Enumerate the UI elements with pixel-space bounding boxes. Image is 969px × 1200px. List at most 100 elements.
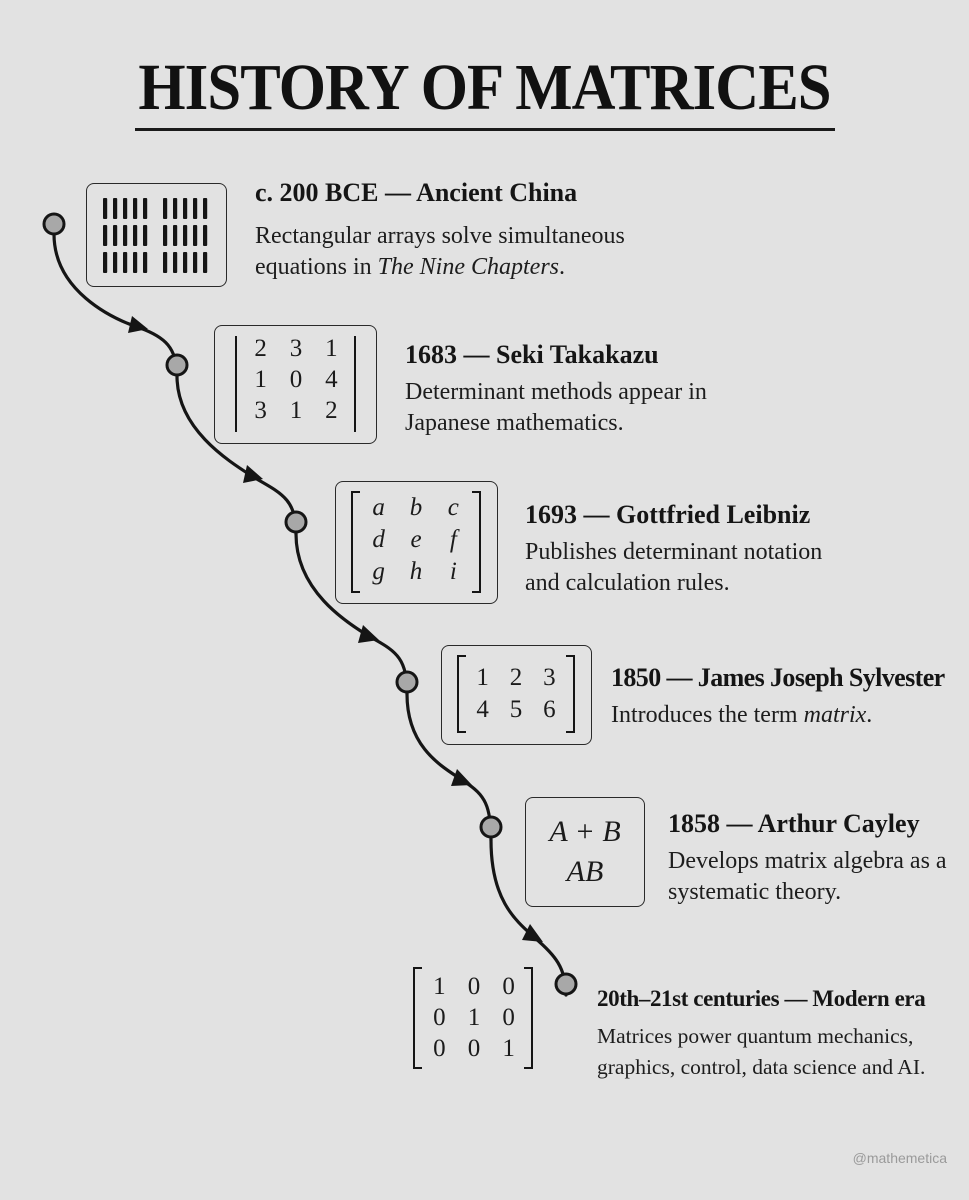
matrix-cell: g — [372, 558, 385, 585]
matrix-cell: 0 — [467, 973, 481, 1000]
counting-rod — [133, 198, 138, 219]
event-description-line: and calculation rules. — [525, 570, 730, 596]
counting-rod — [173, 198, 178, 219]
event-description-line: Japanese mathematics. — [405, 410, 624, 436]
matrix-4: 1 2 3 4 5 6 — [466, 662, 566, 726]
title-underline — [135, 128, 835, 131]
matrix-cell: 1 — [502, 1035, 515, 1062]
matrix-cell: h — [409, 558, 423, 585]
counting-rod — [103, 252, 108, 273]
timeline-node-3 — [284, 510, 308, 534]
counting-rod — [103, 198, 108, 219]
event-heading: 20th–21st centuries — Modern era — [597, 986, 926, 1011]
counting-rod — [163, 225, 168, 246]
matrix-cell: e — [410, 526, 422, 553]
event-heading: 1693 — Gottfried Leibniz — [525, 500, 811, 529]
event-description-text: Introduces the term — [611, 702, 804, 728]
rod-numerals-box — [86, 183, 227, 287]
counting-rod — [193, 252, 198, 273]
matrix-cell: 4 — [476, 696, 489, 723]
matrix-2: 2 3 1 1 0 4 3 1 2 — [243, 334, 349, 425]
counting-rod — [113, 225, 118, 246]
event-description-line: Develops matrix algebra as a — [668, 848, 947, 874]
matrix-brackets — [351, 491, 481, 593]
counting-rod — [203, 252, 208, 273]
matrix-brackets — [413, 967, 533, 1069]
event-description-text: . — [866, 702, 873, 728]
matrix-cell: 4 — [325, 366, 338, 393]
matrix-cell: 2 — [509, 664, 523, 691]
counting-rod — [113, 198, 118, 219]
matrix-cell: 1 — [467, 1004, 481, 1031]
matrix-cell: f — [449, 526, 457, 553]
matrix-cell: 1 — [476, 664, 489, 691]
event-heading: 1683 — Seki Takakazu — [405, 340, 659, 369]
matrix-cell: c — [447, 494, 459, 521]
event-description: Matrices power quantum mechanics, graphi… — [597, 1021, 925, 1083]
counting-rod — [183, 252, 188, 273]
matrix-cell: 3 — [289, 335, 303, 362]
matrix-cell: 1 — [433, 973, 446, 1000]
event-description-line: Rectangular arrays solve simultaneous — [255, 223, 625, 249]
counting-rod — [103, 225, 108, 246]
rod-numerals-icon — [103, 198, 208, 273]
matrix-cell: 0 — [433, 1004, 446, 1031]
matrix-cell: 2 — [325, 397, 338, 424]
matrix-cell: 0 — [433, 1035, 446, 1062]
event-description: Introduces the term matrix. — [611, 700, 872, 731]
counting-rod — [183, 225, 188, 246]
cayley-formula-box: A + B AB — [525, 797, 645, 907]
counting-rod — [193, 225, 198, 246]
event-description-line: Determinant methods appear in — [405, 379, 707, 405]
determinant-box: 2 3 1 1 0 4 3 1 2 — [214, 325, 377, 444]
matrix-3: a b c d e f g h i — [360, 492, 472, 588]
counting-rod — [173, 252, 178, 273]
matrix-cell: a — [372, 494, 385, 521]
counting-rod — [163, 252, 168, 273]
timeline-node-4 — [395, 670, 419, 694]
matrix-brackets — [457, 655, 575, 733]
event-description-line: Publishes determinant notation — [525, 539, 823, 565]
timeline-node-2 — [165, 353, 189, 377]
matrix-cell: 1 — [254, 366, 267, 393]
event-description: Publishes determinant notation and calcu… — [525, 537, 822, 599]
timeline-node-1 — [42, 212, 66, 236]
timeline-node-5 — [479, 815, 503, 839]
event-heading: 1850 — James Joseph Sylvester — [611, 663, 945, 692]
event-heading: c. 200 BCE — Ancient China — [255, 178, 578, 207]
page-title: HISTORY OF MATRICES — [138, 51, 831, 124]
formula: A + B AB — [526, 812, 644, 892]
event-description-line: Matrices power quantum mechanics, — [597, 1024, 914, 1048]
formula-product: AB — [566, 855, 604, 888]
counting-rod — [193, 198, 198, 219]
arrow-icon — [451, 769, 472, 786]
event-description-line: systematic theory. — [668, 879, 842, 905]
matrix-cell: 3 — [254, 397, 267, 424]
counting-rod — [143, 225, 148, 246]
leibniz-matrix-box: a b c d e f g h i — [335, 481, 498, 604]
counting-rod — [133, 252, 138, 273]
event-description-line: graphics, control, data science and AI. — [597, 1055, 926, 1079]
counting-rod — [173, 225, 178, 246]
event-description: Determinant methods appear in Japanese m… — [405, 377, 707, 439]
counting-rod — [133, 225, 138, 246]
matrix-cell: 2 — [254, 335, 267, 362]
arrow-icon — [128, 316, 148, 333]
counting-rod — [183, 198, 188, 219]
event-description-text: . — [559, 254, 565, 280]
matrix-cell: d — [372, 526, 385, 553]
arrow-icon — [243, 465, 263, 483]
italic-term: matrix — [803, 702, 867, 728]
counting-rod — [123, 225, 128, 246]
matrix-cell: b — [409, 494, 423, 521]
matrix-cell: 1 — [325, 335, 338, 362]
identity-matrix: 1 0 0 0 1 0 0 0 1 — [422, 971, 526, 1064]
event-description: Develops matrix algebra as a systematic … — [668, 846, 947, 908]
watermark-credit: @mathemetica — [852, 1150, 947, 1166]
book-title: The Nine Chapters — [377, 254, 559, 280]
sylvester-matrix-box: 1 2 3 4 5 6 — [441, 645, 592, 745]
counting-rod — [113, 252, 118, 273]
matrix-cell: 0 — [502, 1004, 515, 1031]
event-description-text: equations in — [255, 254, 378, 280]
